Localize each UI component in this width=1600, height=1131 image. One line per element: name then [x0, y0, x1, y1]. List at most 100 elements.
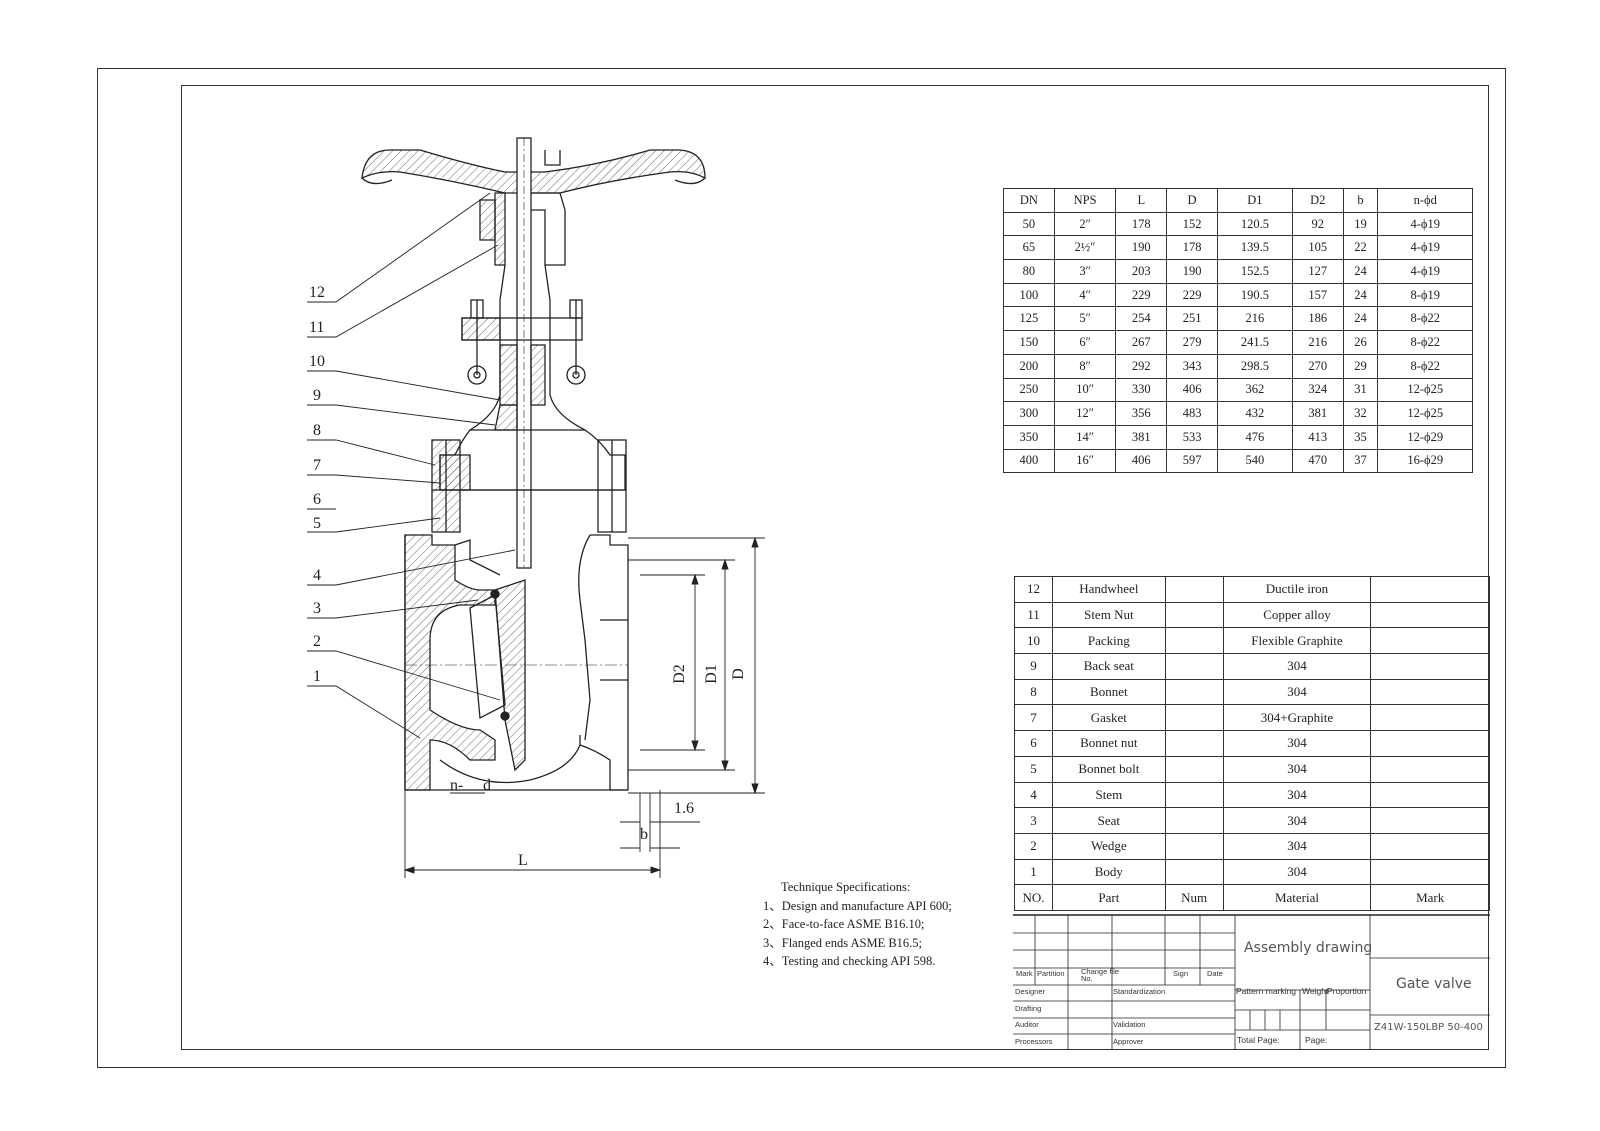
dimension-cell: 12″	[1053, 401, 1117, 426]
dimension-cell: 178	[1166, 235, 1218, 261]
dimension-cell: 324	[1291, 377, 1344, 403]
gland	[461, 299, 586, 406]
dimension-header-cell: DN	[1003, 188, 1055, 213]
part-cell	[1370, 781, 1490, 809]
dimension-cell: 12-ϕ25	[1377, 401, 1473, 426]
dimension-cell: 105	[1291, 235, 1344, 261]
part-cell: 304+Graphite	[1222, 704, 1372, 732]
dimension-header-cell: n-ϕd	[1377, 188, 1473, 213]
callout-10: 10	[309, 353, 325, 370]
dimension-header-cell: L	[1115, 188, 1168, 213]
dimension-cell: 6″	[1053, 330, 1117, 355]
part-cell: 304	[1222, 858, 1372, 886]
dimension-cell: 413	[1291, 424, 1344, 450]
part-cell	[1370, 601, 1490, 629]
technique-specifications: Technique Specifications: 1、Design and m…	[763, 878, 952, 971]
tb-change-file: Change file No.	[1081, 967, 1119, 983]
callout-5: 5	[313, 515, 321, 532]
spec-item: 4、Testing and checking API 598.	[763, 954, 936, 968]
callout-11: 11	[309, 319, 325, 336]
tb-product-name: Gate valve	[1396, 976, 1472, 992]
part-cell	[1164, 730, 1224, 757]
wedge	[469, 579, 526, 772]
bonnet	[431, 404, 627, 533]
part-header-cell: Material	[1222, 884, 1372, 911]
part-cell: 6	[1014, 730, 1053, 757]
dimension-cell: 4-ϕ19	[1377, 259, 1473, 284]
dimension-cell: 203	[1115, 259, 1168, 284]
title-block: Mark Partition Change file No. Sign Date…	[1013, 910, 1490, 1050]
dimension-cell: 26	[1342, 330, 1379, 355]
part-cell: Bonnet bolt	[1051, 755, 1166, 783]
part-cell: Seat	[1051, 807, 1166, 834]
dimension-cell: 3″	[1053, 259, 1117, 284]
dimension-header-cell: b	[1342, 188, 1379, 213]
dimension-cell: 216	[1291, 330, 1344, 355]
tb-pattern-marking: Pattern marking	[1236, 986, 1296, 996]
spec-item: 2、Face-to-face ASME B16.10;	[763, 917, 925, 931]
part-cell	[1370, 576, 1490, 603]
dimension-cell: 8-ϕ22	[1377, 353, 1473, 379]
dimension-cell: 16″	[1053, 448, 1117, 474]
part-cell: Body	[1051, 858, 1166, 886]
tb-processors: Processors	[1015, 1037, 1053, 1046]
dimension-cell: 190.5	[1216, 282, 1293, 308]
dimension-cell: 2½″	[1053, 235, 1117, 261]
dimension-cell: 270	[1291, 353, 1344, 379]
part-cell: 304	[1222, 781, 1372, 809]
dimension-cell: 406	[1115, 448, 1168, 474]
tb-mark: Mark	[1016, 969, 1033, 978]
dimension-cell: 4-ϕ19	[1377, 235, 1473, 261]
dimension-cell: 12-ϕ25	[1377, 377, 1473, 403]
dimension-cell: 470	[1291, 448, 1344, 474]
dimension-cell: 330	[1115, 377, 1168, 403]
dimension-cell: 92	[1291, 211, 1344, 237]
callout-12: 12	[309, 284, 325, 301]
part-cell: 3	[1014, 807, 1053, 834]
dimension-cell: 300	[1003, 401, 1055, 426]
part-cell: 12	[1014, 576, 1053, 603]
handwheel	[361, 149, 706, 194]
part-cell: 10	[1014, 627, 1053, 655]
part-cell: 304	[1222, 653, 1372, 680]
tb-approver: Approver	[1113, 1037, 1144, 1046]
part-cell	[1370, 653, 1490, 680]
dim-label-b: b	[640, 826, 648, 843]
part-cell	[1164, 832, 1224, 860]
dim-label-l: L	[518, 852, 528, 869]
tb-designer: Designer	[1015, 987, 1046, 996]
dimension-cell: 190	[1115, 235, 1168, 261]
part-header-cell: Mark	[1370, 884, 1490, 911]
part-cell	[1164, 576, 1224, 603]
part-cell	[1164, 678, 1224, 706]
tb-proportion: Proportion	[1327, 986, 1367, 996]
dimension-cell: 120.5	[1216, 211, 1293, 237]
part-cell	[1370, 730, 1490, 757]
tb-drafting: Drafting	[1015, 1004, 1042, 1013]
dimension-cell: 24	[1342, 259, 1379, 284]
part-cell: 304	[1222, 678, 1372, 706]
part-cell	[1370, 755, 1490, 783]
dim-label-holes-d: d	[483, 777, 491, 794]
part-cell	[1164, 627, 1224, 655]
dimension-cell: 343	[1166, 353, 1218, 379]
dimension-cell: 19	[1342, 211, 1379, 237]
dimension-cell: 254	[1115, 306, 1168, 332]
dimension-cell: 139.5	[1216, 235, 1293, 261]
part-cell	[1164, 601, 1224, 629]
dimension-cell: 381	[1115, 424, 1168, 450]
dim-label-holes-n: n-	[450, 777, 464, 794]
